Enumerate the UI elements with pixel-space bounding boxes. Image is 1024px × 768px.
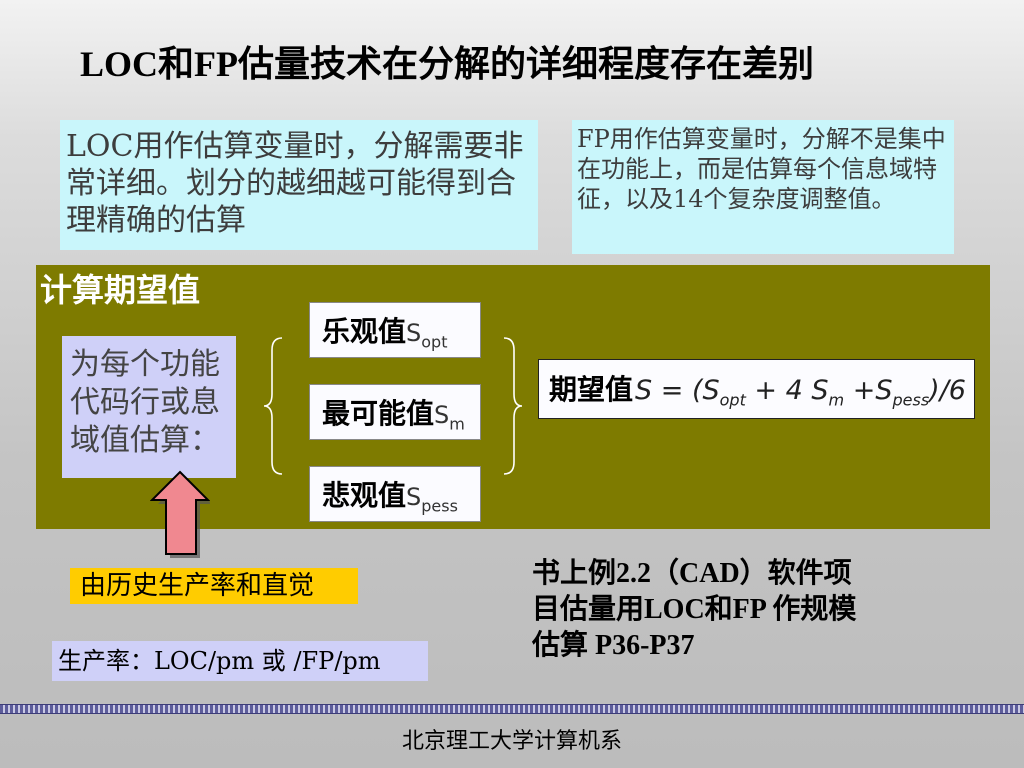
slide-title: LOC和FP估量技术在分解的详细程度存在差别 [80,44,814,84]
formula-part-4: )/6 [929,375,966,406]
book-example-line-1: 书上例2.2（CAD）软件项 [532,558,852,589]
expected-value-formula: 期望值S = (Sopt + 4 Sm +Spess)/6 [538,359,975,419]
most-likely-subscript: m [449,414,465,434]
optimistic-value-label: 乐观值 [322,315,407,348]
source-label: 由历史生产率和直觉 [70,568,358,604]
optimistic-subscript: opt [421,332,448,352]
footer-divider [0,704,1024,714]
most-likely-value-box: 最可能值Sm [309,384,481,440]
formula-part-3: +S [844,375,893,406]
book-example-line-2: 目估量用LOC和FP 作规模 [532,594,857,625]
expected-value-label: 期望值 [549,373,634,406]
most-likely-symbol: S [434,401,450,429]
formula-part-1: S = (S [635,375,720,406]
most-likely-value-label: 最可能值 [322,397,435,430]
formula-sub-pess: pess [892,390,930,410]
loc-note-box: LOC用作估算变量时，分解需要非常详细。划分的越细越可能得到合理精确的估算 [60,120,538,250]
book-example-note: 书上例2.2（CAD）软件项 目估量用LOC和FP 作规模 估算 P36-P37 [532,556,952,676]
estimate-note-box: 为每个功能代码行或息域值估算： [62,336,236,478]
up-arrow-icon [150,470,210,558]
pessimistic-symbol: S [406,483,422,511]
footer-text: 北京理工大学计算机系 [401,729,622,754]
pessimistic-subscript: pess [421,496,458,516]
panel-title: 计算期望值 [40,271,201,309]
formula-part-2: + 4 S [745,375,829,406]
optimistic-symbol: S [406,319,422,347]
formula-sub-opt: opt [719,390,746,410]
formula-sub-m: m [828,390,845,410]
expected-formula: S = (Sopt + 4 Sm +Spess)/6 [635,375,966,410]
right-brace-icon [503,337,523,475]
productivity-label: 生产率：LOC/pm 或 /FP/pm [52,641,428,681]
pessimistic-value-label: 悲观值 [322,479,407,512]
optimistic-value-box: 乐观值Sopt [309,302,481,358]
left-brace-icon [263,337,283,475]
book-example-line-3: 估算 P36-P37 [532,630,695,661]
pessimistic-value-box: 悲观值Spess [309,466,481,522]
fp-note-box: FP用作估算变量时，分解不是集中在功能上，而是估算每个信息域特征，以及14个复杂… [572,120,954,254]
